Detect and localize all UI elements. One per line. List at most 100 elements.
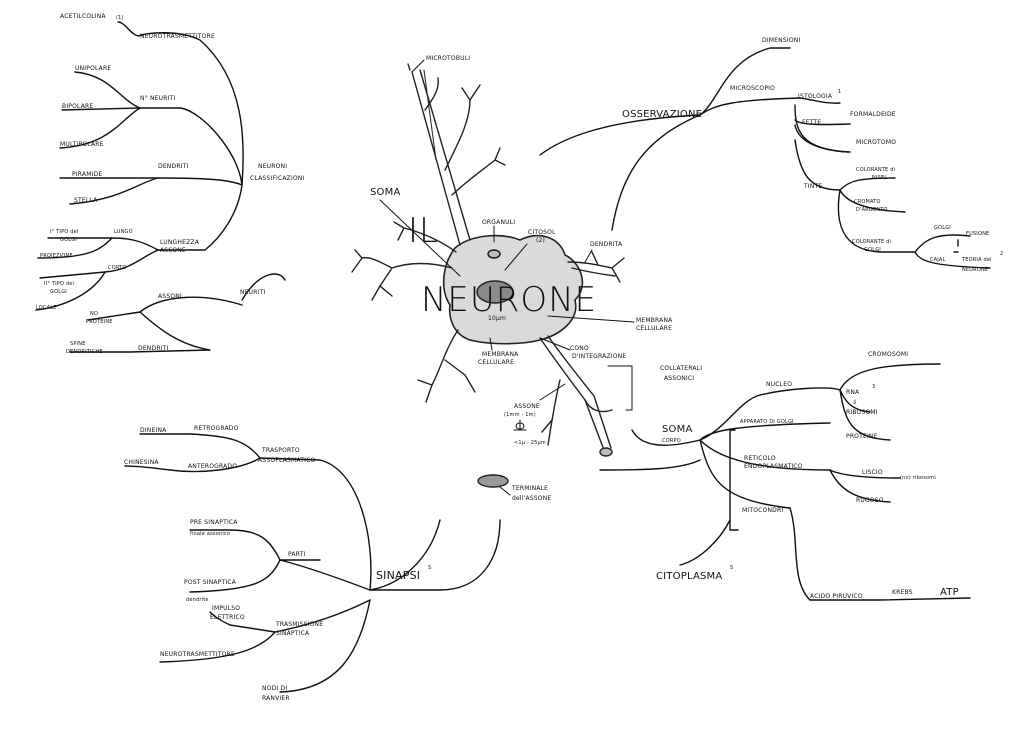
arrow-icon: ⇓: [852, 399, 858, 406]
label-nodi: NODI DI: [262, 685, 288, 692]
label-tipo1-2: GOLGI: [60, 237, 77, 243]
label-assoni: ASSONI: [158, 293, 182, 300]
label-rugoso: RUGOSO: [856, 497, 884, 504]
label-terminale: TERMINALE: [512, 485, 549, 492]
label-colorante-golgi-2: GOLGI: [864, 247, 881, 253]
label-collaterali-2: ASSONICI: [664, 375, 695, 382]
label-nucleo: NUCLEO: [766, 381, 793, 388]
neuron-illustration: [351, 59, 635, 496]
label-unipolare: UNIPOLARE: [75, 65, 112, 72]
label-krebs: KREBS: [892, 589, 913, 596]
label-microscopio: MICROSCOPIO: [730, 85, 776, 92]
label-microtomo: MICROTOMO: [856, 139, 897, 146]
label-colorante-golgi: COLORANTE di: [852, 239, 892, 245]
label-neuroni-class: NEURONI: [258, 163, 288, 170]
label-apparato: APPARATO DI GOLGI: [740, 419, 794, 425]
label-membrana-left: MEMBRANA: [482, 351, 519, 358]
label-lunghezza: LUNGHEZZA: [160, 239, 200, 246]
label-acido-piruvico: ACIDO PIRUVICO: [810, 593, 863, 600]
label-acetilcolina-mark: (1): [116, 15, 124, 21]
label-membrana-right-2: CELLULARE: [636, 325, 673, 332]
label-impulso: IMPULSO: [212, 605, 241, 612]
label-nodi-2: RANVIER: [262, 695, 290, 702]
label-rna: RNA: [846, 389, 860, 396]
label-dendriti-bottom: DENDRITI: [138, 345, 169, 352]
label-impulso-2: ELETTRICO: [210, 614, 245, 621]
label-cromato: CROMATO: [854, 199, 881, 205]
label-microtubuli: MICROTOBULI: [426, 55, 471, 62]
label-terminale-2: dell'ASSONE: [512, 495, 552, 502]
label-dimensioni: DIMENSIONI: [762, 37, 801, 44]
label-neurotrasmettitore-bottom: NEUROTRASMETTITORE: [160, 651, 235, 658]
label-reticolo-2: ENDOPLASMATICO: [744, 463, 803, 470]
label-neuroni-class-2: CLASSIFICAZIONI: [250, 175, 305, 182]
label-bipolare: BIPOLARE: [62, 103, 94, 110]
label-assone-length: (1mm - 1m): [504, 412, 536, 418]
label-teoria: TEORIA del: [962, 257, 992, 263]
label-tipo2-2: GOLGI: [50, 289, 67, 295]
label-lunghezza-2: ASSONE: [160, 247, 186, 254]
label-retrogrado: RETROGRADO: [194, 425, 239, 432]
label-citosol-note: (2): [536, 237, 546, 244]
label-trasporto: TRASPORTO: [262, 447, 300, 454]
left-top-connectors: [35, 21, 286, 353]
label-cono-2: D'INTEGRAZIONE: [572, 353, 627, 360]
label-no-proteine: NO: [90, 311, 99, 317]
label-size: 10µm: [488, 315, 507, 322]
label-organuli: ORGANULI: [482, 219, 516, 226]
label-cromosomi: CROMOSOMI: [868, 351, 909, 358]
label-teoria-mark: 2: [1000, 251, 1004, 257]
label-trasporto-2: ASSOPLASMATICO: [258, 457, 316, 464]
label-osservazione: OSSERVAZIONE: [622, 109, 703, 120]
label-cromato-2: D'ARGENTO: [856, 207, 888, 213]
label-dendrita: DENDRITA: [590, 241, 623, 248]
label-soma-sub: CORPO: [662, 438, 681, 444]
label-tinte: TINTE: [804, 183, 823, 190]
label-dendriti-top: DENDRITI: [158, 163, 189, 170]
label-rna-mark: 3: [872, 384, 876, 390]
label-corto: CORTO: [108, 265, 127, 271]
label-anterogrado: ANTEROGRADO: [188, 463, 238, 470]
label-ribosomi: RIBOSOMI: [846, 409, 878, 416]
label-spine-2: DENDRITICHE: [66, 349, 103, 355]
label-tipo1: I° TIPO del: [50, 229, 79, 235]
label-neurotrasmettitore-top: NEUROTRASMETTITORE: [140, 33, 215, 40]
label-liscio: LISCIO: [862, 469, 883, 476]
label-lungo: LUNGO: [114, 229, 133, 235]
label-chinesina: CHINESINA: [124, 459, 159, 466]
label-stella: STELLA: [74, 197, 98, 204]
label-multipolare: MULTIPOLARE: [60, 141, 104, 148]
label-golgi: GOLGI: [934, 225, 951, 231]
label-proteine: PROTEINE: [846, 433, 878, 440]
label-tipo2: II° TIPO del: [44, 281, 75, 287]
label-citosol: CITOSOL: [528, 229, 556, 236]
label-teoria-2: NEURONE: [962, 267, 989, 273]
right-top-connectors: [539, 47, 991, 269]
label-formaldeide: FORMALDEIDE: [850, 111, 896, 118]
label-pre-sinaptica: PRE SINAPTICA: [190, 519, 238, 526]
label-istologia: ISTOLOGIA: [798, 93, 833, 100]
label-collaterali: COLLATERALI: [660, 365, 703, 372]
label-no-proteine-2: PROTEINE: [86, 319, 113, 325]
label-atp: ATP: [940, 587, 959, 598]
label-reticolo: RETICOLO: [744, 455, 776, 462]
label-parti: PARTI: [288, 551, 306, 558]
label-mitocondri: MITOCONDRI: [742, 507, 784, 514]
label-trasmissione: TRASMISSIONE: [276, 621, 324, 628]
label-proiezione: PROIEZIONE: [40, 253, 73, 259]
label-piramide: PIRAMIDE: [72, 171, 103, 178]
label-fusione: FUSIONE: [966, 231, 990, 237]
label-colorante-nisel-2: NISEL: [872, 175, 888, 181]
label-post-sub: dendrite: [186, 597, 209, 603]
title-line-2: NEURONE: [421, 280, 598, 320]
title-line-1: IL: [408, 211, 439, 251]
label-acetilcolina: ACETILCOLINA: [60, 13, 106, 20]
label-trasmissione-2: SINAPTICA: [276, 630, 310, 637]
label-assone-diameter: <1µ - 25µm: [514, 440, 546, 446]
label-locale: LOCALE: [36, 305, 57, 311]
label-spine: SPINE: [70, 341, 86, 347]
label-citoplasma: CITOPLASMA: [656, 571, 723, 582]
label-neuriti: NEURITI: [240, 289, 266, 296]
